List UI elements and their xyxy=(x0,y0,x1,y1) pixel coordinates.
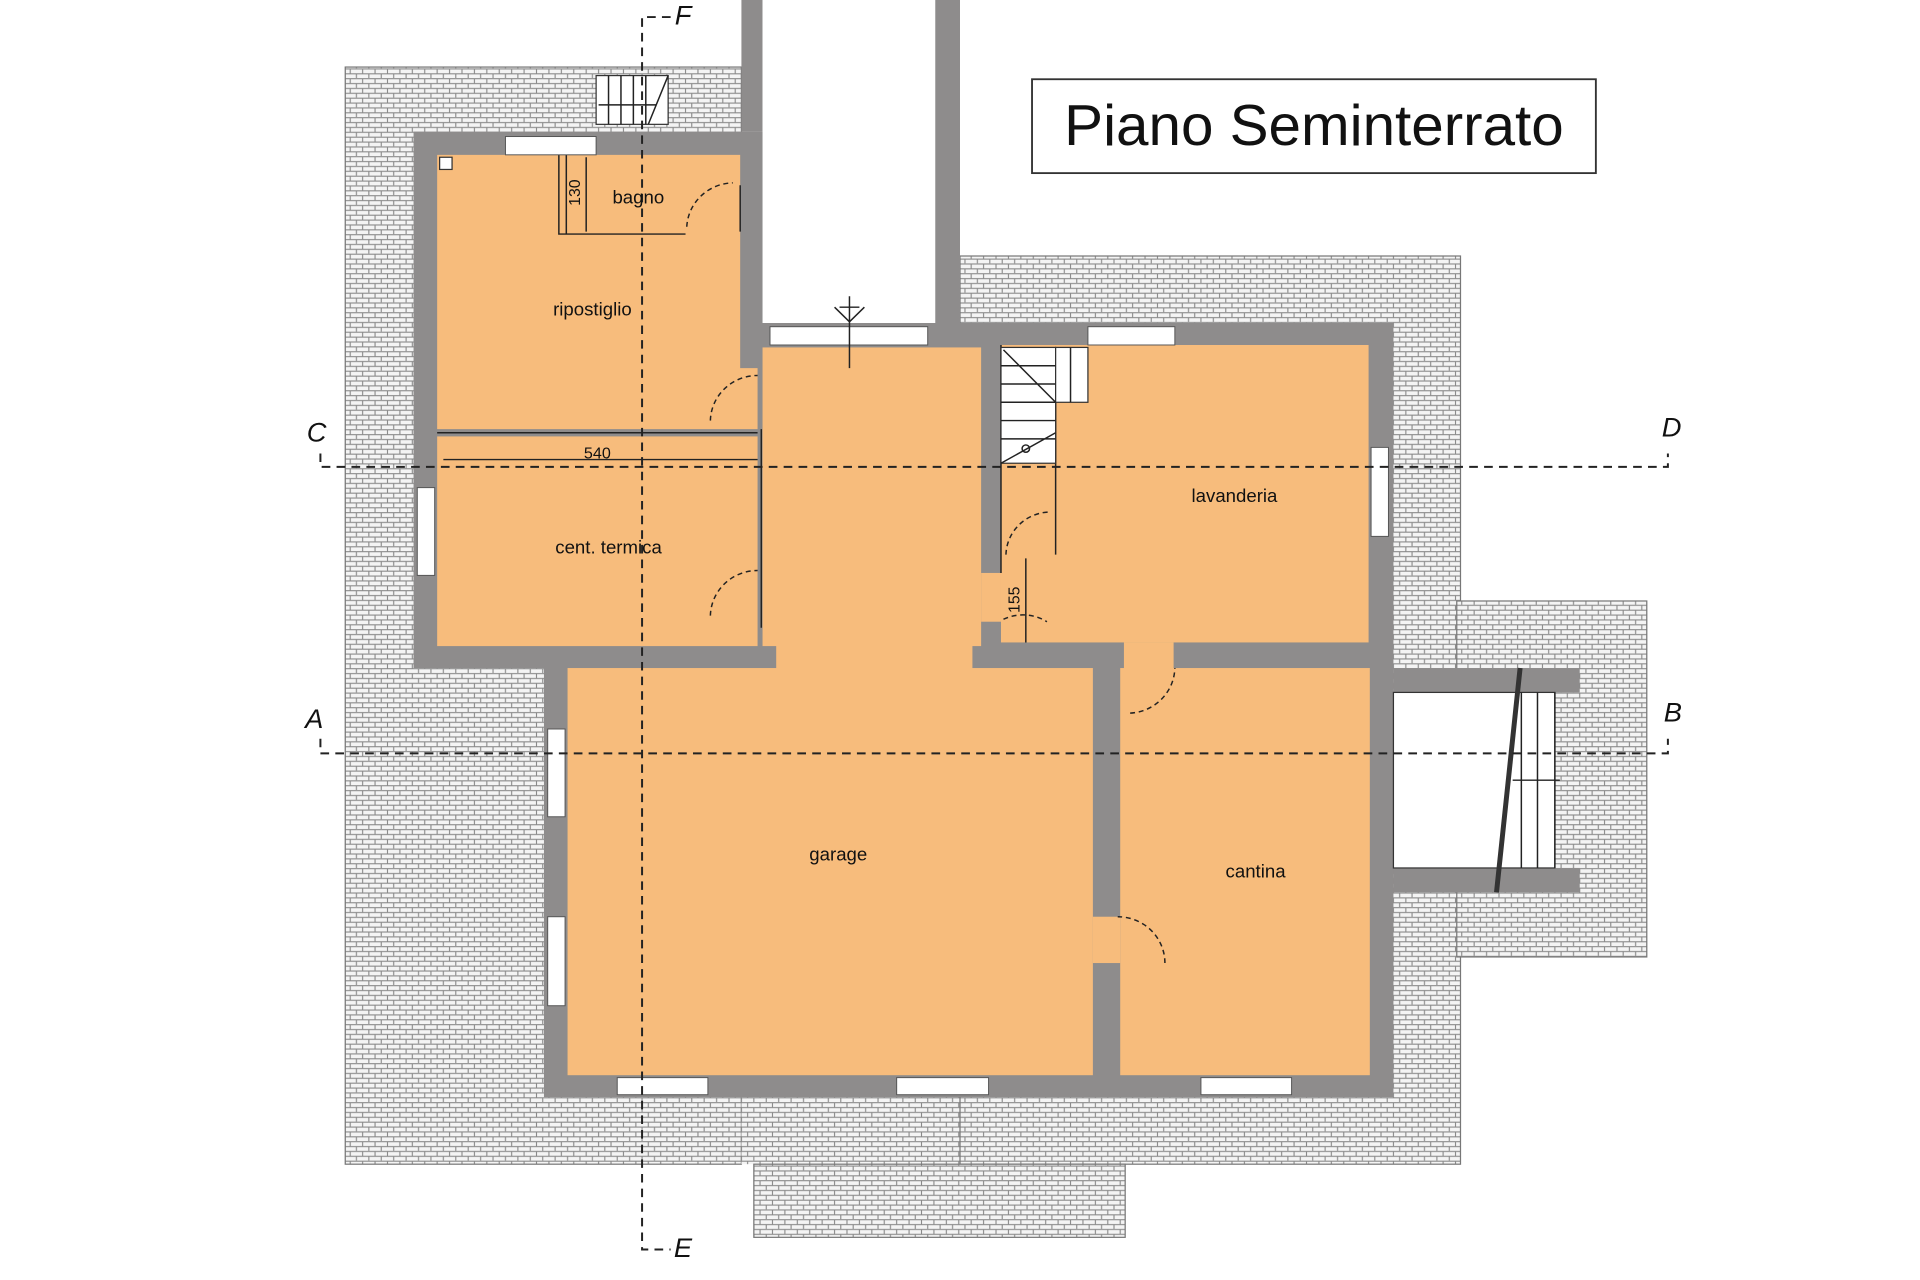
room-label-centrale-termica: cent. termica xyxy=(555,537,662,558)
section-marker-d: D xyxy=(1662,412,1682,443)
driveway-wall-right xyxy=(935,0,960,324)
outdoor-stairs-top xyxy=(595,74,669,125)
plan-title: Piano Seminterrato xyxy=(1064,95,1564,158)
section-marker-f: F xyxy=(675,0,693,30)
windows xyxy=(416,136,1389,1096)
section-marker-c: C xyxy=(307,417,327,448)
room-label-bagno: bagno xyxy=(612,187,664,208)
entrance-arrow-icon xyxy=(834,296,865,369)
driveway-wall-left xyxy=(741,0,763,132)
room-label-cantina: cantina xyxy=(1226,861,1287,882)
title-box xyxy=(1031,78,1597,175)
dimension-130: 130 xyxy=(567,179,584,206)
dimension-540: 540 xyxy=(584,445,611,462)
dimension-155: 155 xyxy=(1006,586,1023,613)
room-label-ripostiglio: ripostiglio xyxy=(553,299,632,320)
section-marker-a: A xyxy=(303,703,323,734)
exterior-stairs-right xyxy=(1392,667,1580,893)
door-swings xyxy=(686,182,1176,964)
room-label-lavanderia: lavanderia xyxy=(1192,485,1279,506)
section-marker-e: E xyxy=(674,1232,693,1263)
internal-stairs xyxy=(1000,346,1089,464)
room-label-garage: garage xyxy=(809,844,867,865)
section-lines xyxy=(319,16,1669,1251)
section-marker-b: B xyxy=(1664,697,1682,728)
rooms xyxy=(437,154,1370,1076)
